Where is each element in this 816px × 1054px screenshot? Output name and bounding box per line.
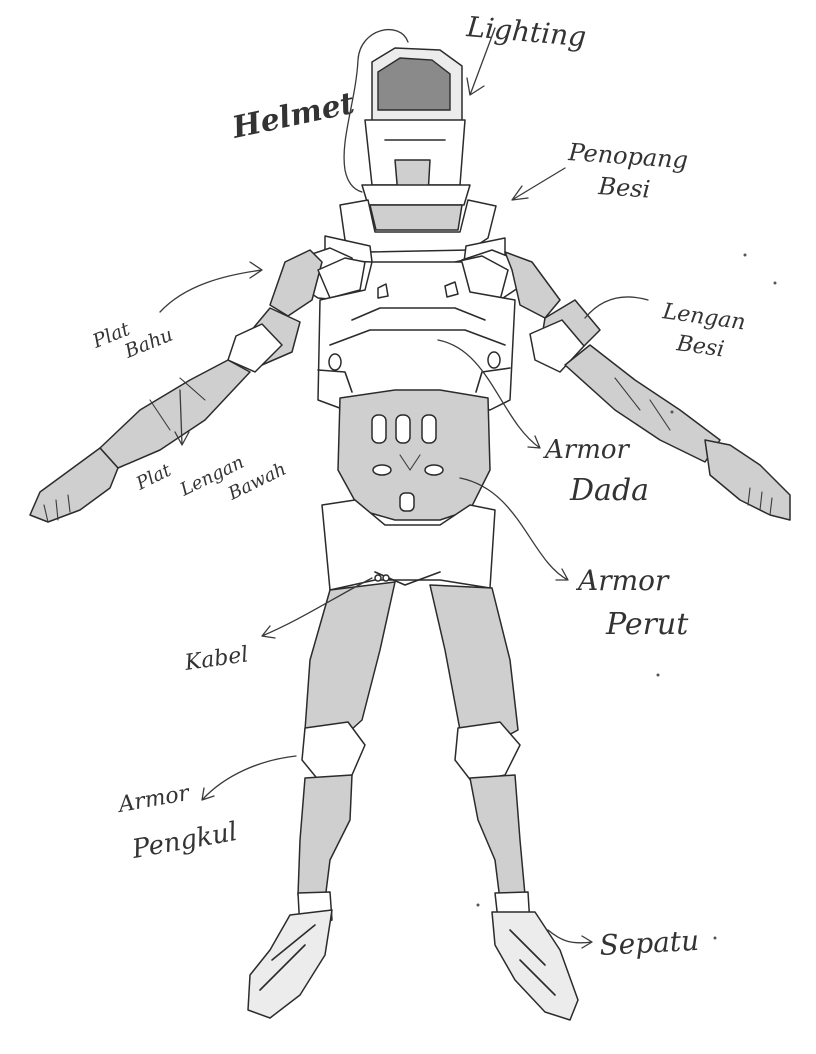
label-penopang-line2: Besi [597, 172, 652, 204]
arrow-armor-pengkul [202, 756, 296, 800]
label-armor-perut-line1: Armor [575, 564, 670, 597]
label-lighting: Lighting [464, 10, 587, 53]
label-penopang-line1: Penopang [567, 138, 689, 174]
label-plat-lengan-line1: Plat [132, 460, 175, 495]
label-helmet: Helmet [228, 86, 357, 146]
helmet-visor [378, 58, 450, 110]
label-armor-dada-line1: Armor [543, 435, 631, 465]
label-lengan-besi-line2: Besi [674, 331, 726, 363]
label-lengan-besi-line1: Lengan [660, 299, 747, 335]
helmet [362, 48, 470, 230]
arm-right [530, 300, 790, 520]
leg-right [430, 585, 578, 1020]
arrow-penopang [512, 168, 565, 200]
boot-right [492, 912, 578, 1020]
arrow-lengan-besi [585, 297, 648, 318]
label-armor-pengkul-line1: Armor [115, 781, 193, 819]
arrow-plat-bahu [160, 262, 262, 312]
label-kabel: Kabel [182, 642, 250, 676]
knee-armor-left [302, 722, 365, 782]
leg-left [248, 582, 395, 1018]
boot-left [248, 910, 332, 1018]
label-armor-pengkul-line2: Pengkul [129, 817, 240, 865]
label-armor-perut-line2: Perut [605, 607, 689, 642]
label-sepatu: Sepatu [599, 924, 700, 962]
label-armor-dada-line2: Dada [569, 473, 649, 508]
abdomen-armor [338, 390, 490, 520]
